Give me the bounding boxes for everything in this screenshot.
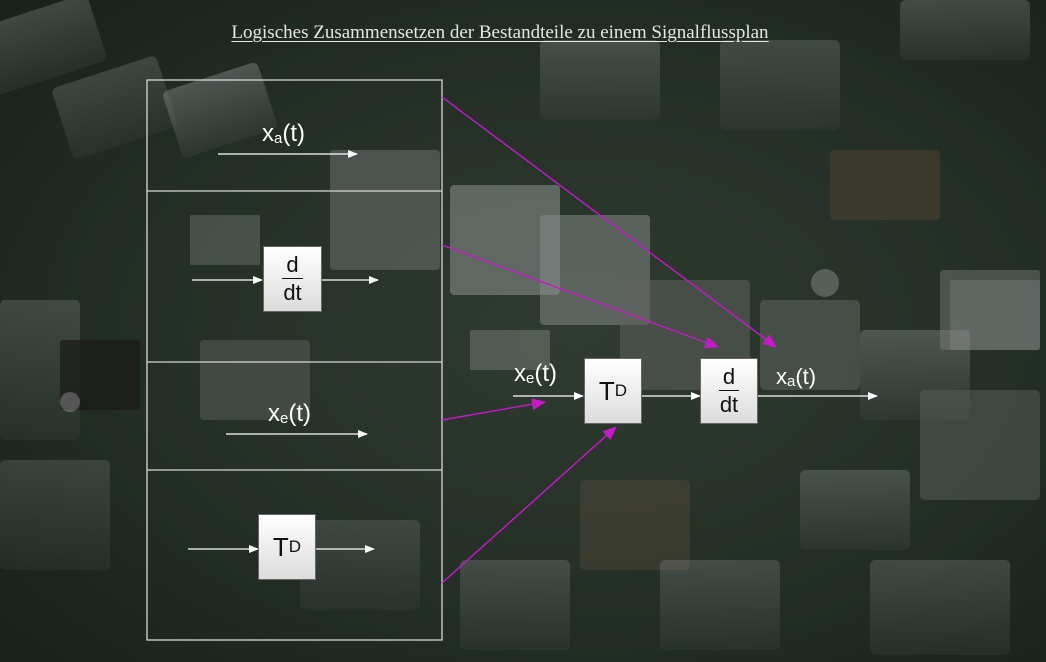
delay-main: T xyxy=(273,532,289,563)
panel-input-signal-label: xe(t) xyxy=(268,400,311,428)
xe-main: x xyxy=(514,360,526,387)
xa-main: x xyxy=(776,364,787,389)
delay-sub: D xyxy=(615,381,627,401)
flow-output-signal-label: xa(t) xyxy=(776,364,816,390)
flow-input-signal-label: xe(t) xyxy=(514,360,557,388)
diff-fraction: d dt xyxy=(719,366,739,416)
panel-differentiator-block: d dt xyxy=(263,246,322,312)
page-title: Logisches Zusammensetzen der Bestandteil… xyxy=(0,22,1000,44)
diff-fraction: d dt xyxy=(282,254,302,304)
xa-main: x xyxy=(262,120,274,147)
xa-arg: (t) xyxy=(795,364,816,389)
panel-output-signal-label: xa(t) xyxy=(262,120,305,148)
diff-denominator: dt xyxy=(720,391,738,416)
diff-denominator: dt xyxy=(283,279,301,304)
xa-arg: (t) xyxy=(282,120,305,147)
xe-arg: (t) xyxy=(534,360,557,387)
xe-main: x xyxy=(268,400,280,427)
xe-arg: (t) xyxy=(288,400,311,427)
delay-main: T xyxy=(599,376,615,407)
delay-sub: D xyxy=(289,537,301,557)
flow-differentiator-block: d dt xyxy=(700,358,758,424)
diff-numerator: d xyxy=(282,254,302,279)
diff-numerator: d xyxy=(719,366,739,391)
